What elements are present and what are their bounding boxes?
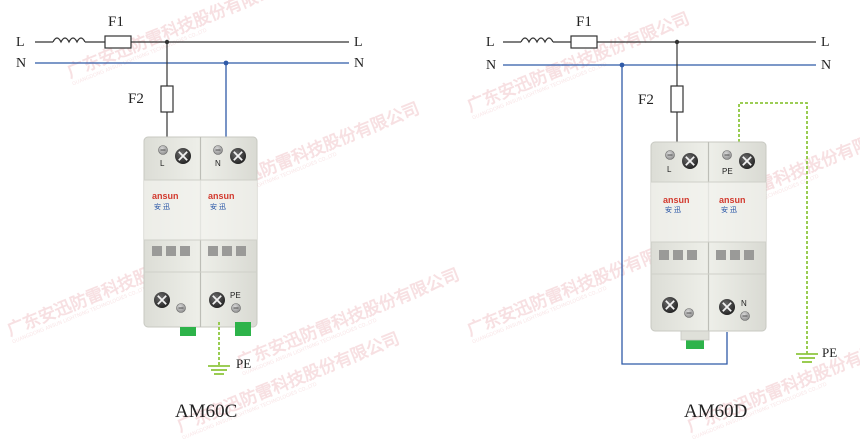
small-screw-icon: [722, 150, 732, 160]
fuse-f1-icon: [570, 35, 598, 49]
module-terminal-label: PE: [230, 291, 241, 300]
brand-chinese-text: 安 迅: [210, 202, 226, 211]
brand-chinese-text: 安 迅: [665, 205, 681, 214]
line-label-right: L: [821, 35, 830, 50]
neutral-wire: [35, 60, 349, 137]
spd-device: L ansun 安 迅 N ansun 安 迅 PE: [143, 136, 258, 336]
brand-logo-text: ansun: [719, 195, 746, 205]
status-window-row: [659, 250, 697, 260]
fuse-f2-label: F2: [638, 92, 654, 108]
ground-connection: PE: [208, 322, 251, 375]
terminal-screw-icon: [174, 147, 192, 165]
line-label-right: L: [354, 35, 363, 50]
fuse-f1-label: F1: [108, 14, 124, 30]
neutral-label-right: N: [821, 58, 831, 73]
small-screw-icon: [684, 308, 694, 318]
small-screw-icon: [176, 303, 186, 313]
neutral-wire: [503, 62, 816, 365]
ground-label: PE: [236, 356, 251, 371]
indicator-green: [235, 322, 251, 336]
model-label: AM60D: [684, 401, 747, 422]
terminal-screw-icon: [153, 291, 171, 309]
module-terminal-label: N: [215, 159, 221, 168]
neutral-label-left: N: [16, 56, 26, 71]
module-terminal-label: PE: [722, 167, 733, 176]
neutral-label-left: N: [486, 58, 496, 73]
diagram-am60d: PE L L N N F1 F2 L ansun 安 迅: [486, 14, 837, 422]
spd-module-pe: PE ansun 安 迅 N: [716, 150, 756, 321]
f2-branch: [160, 42, 174, 137]
indicator-green: [686, 340, 704, 349]
fuse-f2-label: F2: [128, 91, 144, 107]
small-screw-icon: [158, 145, 168, 155]
brand-logo-text: ansun: [663, 195, 690, 205]
indicator-green: [180, 327, 196, 336]
small-screw-icon: [231, 303, 241, 313]
terminal-screw-icon: [661, 296, 679, 314]
module-terminal-label: L: [667, 165, 672, 174]
fuse-f2-icon: [160, 85, 174, 113]
terminal-screw-icon: [718, 298, 736, 316]
small-screw-icon: [740, 311, 750, 321]
neutral-label-right: N: [354, 56, 364, 71]
spd-module-l: L ansun 安 迅: [152, 145, 192, 313]
spd-module-n: N ansun 安 迅 PE: [208, 145, 247, 313]
status-window-row: [716, 250, 754, 260]
terminal-screw-icon: [681, 152, 699, 170]
spd-module-l: L ansun 安 迅: [659, 150, 699, 318]
inductor-coil-icon: [52, 37, 86, 44]
module-terminal-label: L: [160, 159, 165, 168]
line-label-left: L: [16, 35, 25, 50]
model-label: AM60C: [175, 401, 237, 422]
ground-connection: PE: [738, 102, 837, 363]
brand-chinese-text: 安 迅: [721, 205, 737, 214]
spd-device: L ansun 安 迅 PE ansun 安 迅 N: [650, 141, 767, 349]
brand-logo-text: ansun: [152, 191, 179, 201]
ground-label: PE: [822, 345, 837, 360]
fuse-f2-icon: [670, 85, 684, 113]
module-terminal-label: N: [741, 299, 747, 308]
line-wire: [503, 35, 816, 49]
terminal-screw-icon: [738, 152, 756, 170]
status-window-row: [152, 246, 190, 256]
small-screw-icon: [213, 145, 223, 155]
line-label-left: L: [486, 35, 495, 50]
terminal-screw-icon: [229, 147, 247, 165]
brand-logo-text: ansun: [208, 191, 235, 201]
fuse-f1-label: F1: [576, 14, 592, 30]
fuse-f1-icon: [104, 35, 132, 49]
diagram-am60c: L L N N F1 F2 L ansun 安 迅: [16, 14, 364, 422]
small-screw-icon: [665, 150, 675, 160]
terminal-screw-icon: [208, 291, 226, 309]
f2-branch: [670, 42, 684, 142]
brand-chinese-text: 安 迅: [154, 202, 170, 211]
inductor-coil-icon: [520, 37, 554, 44]
status-window-row: [208, 246, 246, 256]
